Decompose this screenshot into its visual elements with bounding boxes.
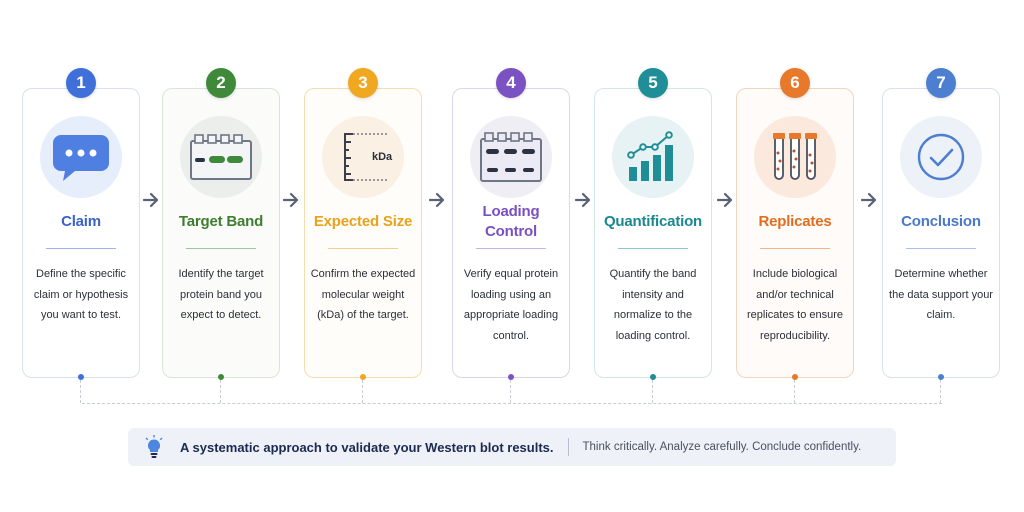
step-description: Define the specific claim or hypothesis … bbox=[33, 268, 129, 321]
timeline-connector bbox=[80, 380, 81, 403]
check-circle-icon bbox=[900, 116, 982, 198]
footer-separator bbox=[567, 438, 569, 456]
timeline-dot bbox=[508, 374, 514, 380]
timeline-dot bbox=[792, 374, 798, 380]
step-number-badge: 3 bbox=[348, 68, 378, 98]
step-description: Confirm the expected molecular weight (k… bbox=[310, 268, 416, 321]
divider bbox=[186, 248, 256, 249]
timeline-dot bbox=[360, 374, 366, 380]
molecular-weight-ladder-icon: kDa bbox=[322, 116, 404, 198]
step-title: Target Band bbox=[178, 213, 264, 230]
timeline-dot bbox=[78, 374, 84, 380]
footer-banner: A systematic approach to validate your W… bbox=[128, 428, 896, 466]
step-description: Include biological and/or technical repl… bbox=[747, 268, 843, 342]
arrow-right-icon bbox=[428, 192, 445, 208]
divider bbox=[476, 248, 546, 249]
bar-chart-trend-icon bbox=[612, 116, 694, 198]
connector-line bbox=[82, 403, 942, 404]
arrow-right-icon bbox=[142, 192, 159, 208]
lightbulb-icon bbox=[145, 435, 163, 458]
divider bbox=[46, 248, 116, 249]
step-number-badge: 7 bbox=[926, 68, 956, 98]
arrow-right-icon bbox=[860, 192, 877, 208]
step-number-badge: 1 bbox=[66, 68, 96, 98]
step-title: Conclusion bbox=[901, 213, 981, 230]
timeline-connector bbox=[220, 380, 221, 403]
step-title: Quantification bbox=[603, 213, 703, 230]
timeline-connector bbox=[940, 380, 941, 403]
arrow-right-icon bbox=[574, 192, 591, 208]
divider bbox=[328, 248, 398, 249]
footer-main-text: A systematic approach to validate your W… bbox=[180, 439, 554, 455]
test-tubes-icon bbox=[754, 116, 836, 198]
timeline-connector bbox=[794, 380, 795, 403]
timeline-connector bbox=[510, 380, 511, 403]
step-number-badge: 2 bbox=[206, 68, 236, 98]
timeline-dot bbox=[938, 374, 944, 380]
step-number-badge: 5 bbox=[638, 68, 668, 98]
loading-control-gel-icon bbox=[470, 116, 552, 198]
step-description: Determine whether the data support your … bbox=[889, 268, 993, 321]
timeline-connector bbox=[652, 380, 653, 403]
step-title: Claim bbox=[61, 213, 101, 230]
divider bbox=[760, 248, 830, 249]
step-description: Verify equal protein loading using an ap… bbox=[463, 268, 559, 342]
step-number-badge: 6 bbox=[780, 68, 810, 98]
timeline-connector bbox=[362, 380, 363, 403]
speech-bubble-icon bbox=[40, 116, 122, 198]
arrow-right-icon bbox=[716, 192, 733, 208]
step-description: Identify the target protein band you exp… bbox=[178, 268, 264, 321]
step-title: Replicates bbox=[758, 213, 832, 230]
gel-lane-icon bbox=[180, 116, 262, 198]
timeline-dot bbox=[650, 374, 656, 380]
step-number-badge: 4 bbox=[496, 68, 526, 98]
kda-label: kDa bbox=[372, 151, 393, 163]
step-description: Quantify the band intensity and normaliz… bbox=[609, 268, 697, 342]
divider bbox=[618, 248, 688, 249]
timeline-dot bbox=[218, 374, 224, 380]
step-title: Expected Size bbox=[313, 213, 413, 230]
divider bbox=[906, 248, 976, 249]
arrow-right-icon bbox=[282, 192, 299, 208]
step-title: Loading Control bbox=[482, 203, 540, 240]
footer-sub-text: Think critically. Analyze carefully. Con… bbox=[582, 441, 862, 453]
